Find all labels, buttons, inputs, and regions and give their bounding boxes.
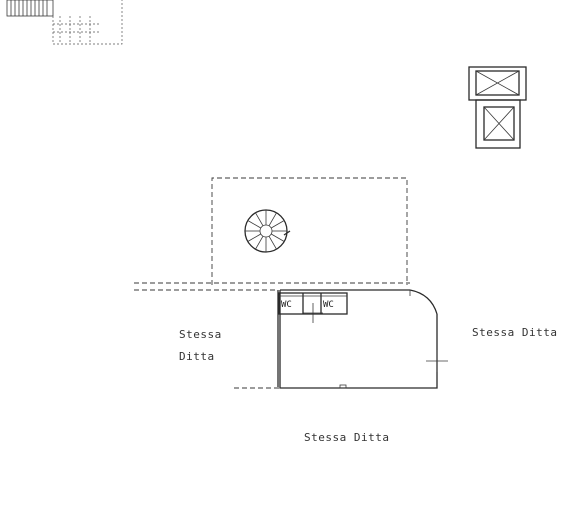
main-room [277,289,448,389]
label-bottom: Stessa Ditta [304,431,389,444]
wc-block [278,292,348,315]
label-right: Stessa Ditta [472,326,557,339]
shaft-boxes-top-right [468,66,527,149]
spiral-staircase [244,209,291,253]
upper-room-outline [211,177,408,285]
label-left-line1: Stessa [179,328,222,341]
wc-label-left: WC [281,300,292,310]
wc-label-right: WC [323,300,334,310]
label-left-line2: Ditta [179,350,215,363]
boundary-lines [134,282,410,389]
stair-fragment-top-left [6,0,123,45]
